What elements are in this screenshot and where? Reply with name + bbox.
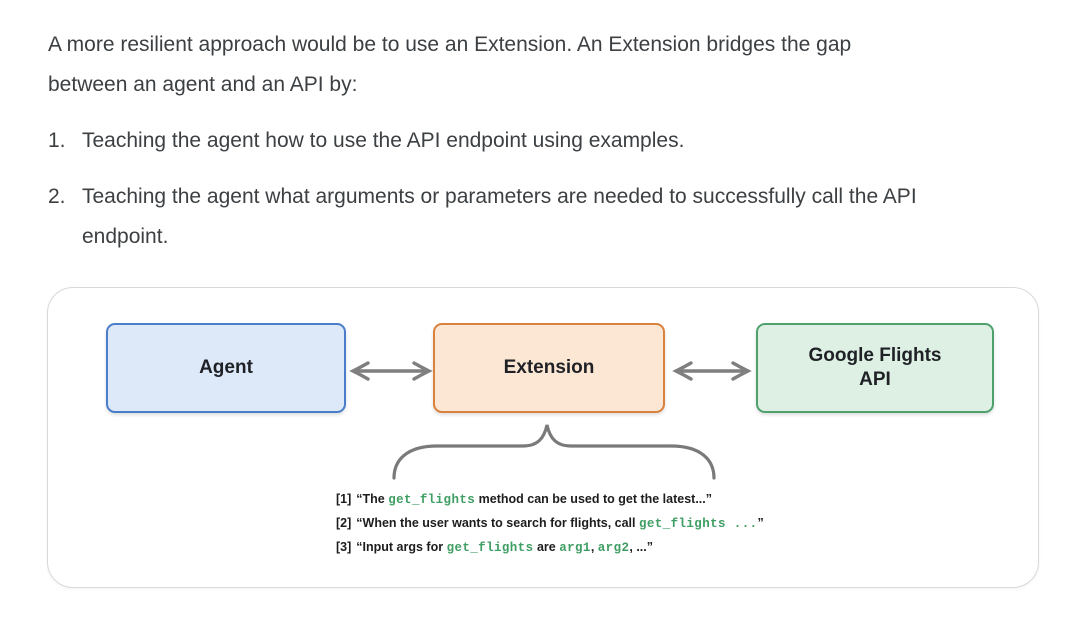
intro-line-1: A more resilient approach would be to us… <box>48 33 852 56</box>
annotation-line: [3] “Input args for get_flights are arg1,… <box>336 536 764 560</box>
annotation-index: [2] <box>336 516 352 530</box>
double-arrow-icon <box>349 361 433 381</box>
annotation-code-token: get_flights <box>388 493 476 507</box>
annotation-text: are <box>533 540 560 554</box>
list-item-text: Teaching the agent what arguments or par… <box>82 185 917 248</box>
list-item-number: 1. <box>48 129 66 152</box>
diagram-panel: Agent Extension Google Flights API [1] “T… <box>47 287 1039 588</box>
annotation-code-token: get_flights <box>638 517 726 531</box>
list-item-number: 2. <box>48 185 66 208</box>
diagram-node-google-flights-api: Google Flights API <box>756 323 994 413</box>
diagram-node-agent: Agent <box>106 323 346 413</box>
diagram-node-extension: Extension <box>433 323 665 413</box>
annotation-text: method can be used to get the latest...” <box>475 492 712 506</box>
list-item: 2. Teaching the agent what arguments or p… <box>48 177 1008 257</box>
annotation-code-token: arg2 <box>597 541 630 555</box>
annotation-text: , ...” <box>629 540 653 554</box>
intro-paragraph: A more resilient approach would be to us… <box>48 25 998 105</box>
annotation-text: “When the user wants to search for fligh… <box>356 516 639 530</box>
curly-brace-icon <box>392 424 716 480</box>
annotation-index: [1] <box>336 492 352 506</box>
annotation-text: “Input args for <box>356 540 447 554</box>
annotation-line: [2] “When the user wants to search for fl… <box>336 512 764 536</box>
annotation-text: , <box>590 540 598 554</box>
numbered-list: 1. Teaching the agent how to use the API … <box>48 121 1008 273</box>
extension-example-annotations: [1] “The get_flights method can be used t… <box>336 488 764 560</box>
annotation-code-token: arg1 <box>559 541 591 555</box>
list-item: 1. Teaching the agent how to use the API … <box>48 121 1008 161</box>
annotation-code-token: ... <box>725 517 758 531</box>
annotation-code-token: get_flights <box>446 541 534 555</box>
double-arrow-icon <box>672 361 752 381</box>
intro-line-2: between an agent and an API by: <box>48 73 358 96</box>
annotation-text: ” <box>757 516 764 530</box>
annotation-line: [1] “The get_flights method can be used t… <box>336 488 764 512</box>
list-item-text: Teaching the agent how to use the API en… <box>82 129 685 152</box>
annotation-text: “The <box>356 492 389 506</box>
annotation-index: [3] <box>336 540 352 554</box>
